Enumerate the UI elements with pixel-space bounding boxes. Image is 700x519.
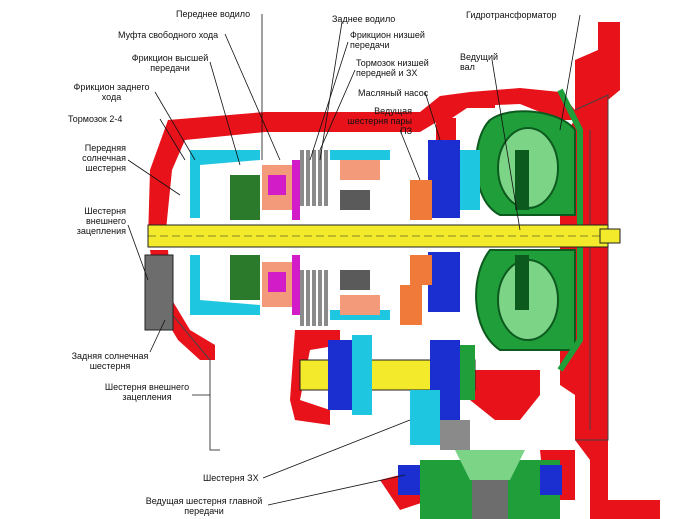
label-front-carrier: Переднее водило: [176, 9, 251, 19]
label-low-reverse-brake: Тормозок низшей передней и ЗХ: [356, 58, 429, 78]
label-high-gear-clutch: Фрикцион высшей передачи: [131, 53, 209, 73]
label-low-gear-clutch: Фрикцион низшей передачи: [350, 30, 425, 50]
rear-sun-gear-body: [144, 254, 174, 331]
label-torque-converter: Гидротрансформатор: [466, 10, 557, 20]
orange-parts: [400, 180, 432, 325]
clutch-packs: [300, 150, 370, 326]
main-shaft: [147, 224, 621, 248]
oil-pump: [428, 118, 480, 312]
countershaft: [299, 335, 476, 450]
label-final-drive-gear: Ведущая шестерня главной передачи: [145, 496, 263, 516]
label-input-shaft: Ведущий вал: [460, 52, 499, 72]
label-front-sun-gear: Передняя солнечная шестерня: [82, 143, 126, 173]
label-external-mesh-gear-2: Шестерня внешнего зацепления: [104, 382, 190, 402]
final-drive: [398, 450, 562, 519]
label-rear-carrier: Заднее водило: [332, 14, 396, 24]
label-external-mesh-gear-1: Шестерня внешнего зацепления: [76, 206, 126, 236]
transmission-housing: [148, 22, 660, 519]
label-freewheel-clutch: Муфта свободного хода: [118, 30, 219, 40]
leader-lines: [127, 14, 581, 506]
label-brake-2-4: Тормозок 2-4: [68, 114, 123, 124]
label-reverse-clutch: Фрикцион заднего хода: [73, 82, 150, 102]
label-drive-gear-pair-pz: Ведущая шестерня пары ПЗ: [347, 106, 412, 136]
label-oil-pump: Масляный насос: [358, 88, 429, 98]
label-reverse-gear: Шестерня ЗХ: [203, 473, 259, 483]
planetary-sets: [230, 160, 380, 315]
label-rear-sun-gear: Задняя солнечная шестерня: [71, 351, 149, 371]
